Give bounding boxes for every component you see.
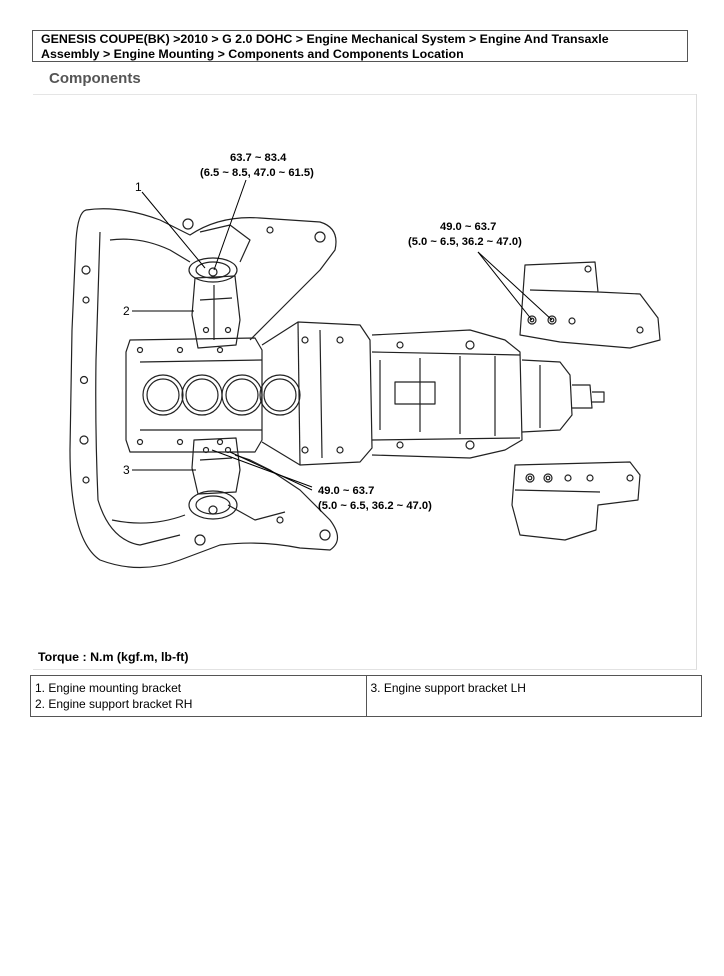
figure-top-rule <box>33 94 697 95</box>
legend-cell-left: 1. Engine mounting bracket 2. Engine sup… <box>30 675 367 717</box>
torque-callout-bottom-line2: (5.0 ~ 6.5, 36.2 ~ 47.0) <box>318 500 432 512</box>
legend-cell-right: 3. Engine support bracket LH <box>365 675 702 717</box>
torque-callout-right-line1: 49.0 ~ 63.7 <box>440 221 496 233</box>
legend-item-3: 3. Engine support bracket LH <box>370 681 526 695</box>
legend-table: 1. Engine mounting bracket 2. Engine sup… <box>30 675 702 717</box>
engine-support-bracket-rh-drawing <box>191 275 241 349</box>
engine-support-bracket-lh-drawing <box>191 437 241 495</box>
breadcrumb-line-2: Assembly > Engine Mounting > Components … <box>41 47 464 61</box>
breadcrumb: GENESIS COUPE(BK) >2010 > G 2.0 DOHC > E… <box>32 30 688 62</box>
transmission-bracket-upper-drawing <box>519 261 661 349</box>
engine-block-drawing <box>125 337 301 453</box>
breadcrumb-line-1: GENESIS COUPE(BK) >2010 > G 2.0 DOHC > E… <box>41 32 609 46</box>
transmission-bracket-lower-drawing <box>511 461 641 541</box>
torque-note: Torque : N.m (kgf.m, lb-ft) <box>38 650 189 664</box>
leader-lines <box>132 179 553 491</box>
section-title: Components <box>49 70 141 87</box>
figure-frame <box>33 94 697 670</box>
callout-label-1: 1 <box>135 180 142 194</box>
subframe-drawing <box>69 208 339 569</box>
torque-callout-right-line2: (5.0 ~ 6.5, 36.2 ~ 47.0) <box>408 236 522 248</box>
torque-callout-top-line1: 63.7 ~ 83.4 <box>230 152 287 164</box>
engine-mounting-diagram: 63.7 ~ 83.4 (6.5 ~ 8.5, 47.0 ~ 61.5) 49.… <box>69 152 661 569</box>
legend-item-1: 1. Engine mounting bracket <box>35 681 182 695</box>
torque-callout-top-line2: (6.5 ~ 8.5, 47.0 ~ 61.5) <box>200 167 314 179</box>
table-row: 1. Engine mounting bracket 2. Engine sup… <box>30 675 702 717</box>
callout-label-2: 2 <box>123 304 130 318</box>
transmission-drawing <box>261 321 605 466</box>
engine-mount-drawing <box>188 257 238 520</box>
torque-callout-bottom-line1: 49.0 ~ 63.7 <box>318 485 374 497</box>
callout-label-3: 3 <box>123 463 130 477</box>
legend-item-2: 2. Engine support bracket RH <box>35 697 193 711</box>
